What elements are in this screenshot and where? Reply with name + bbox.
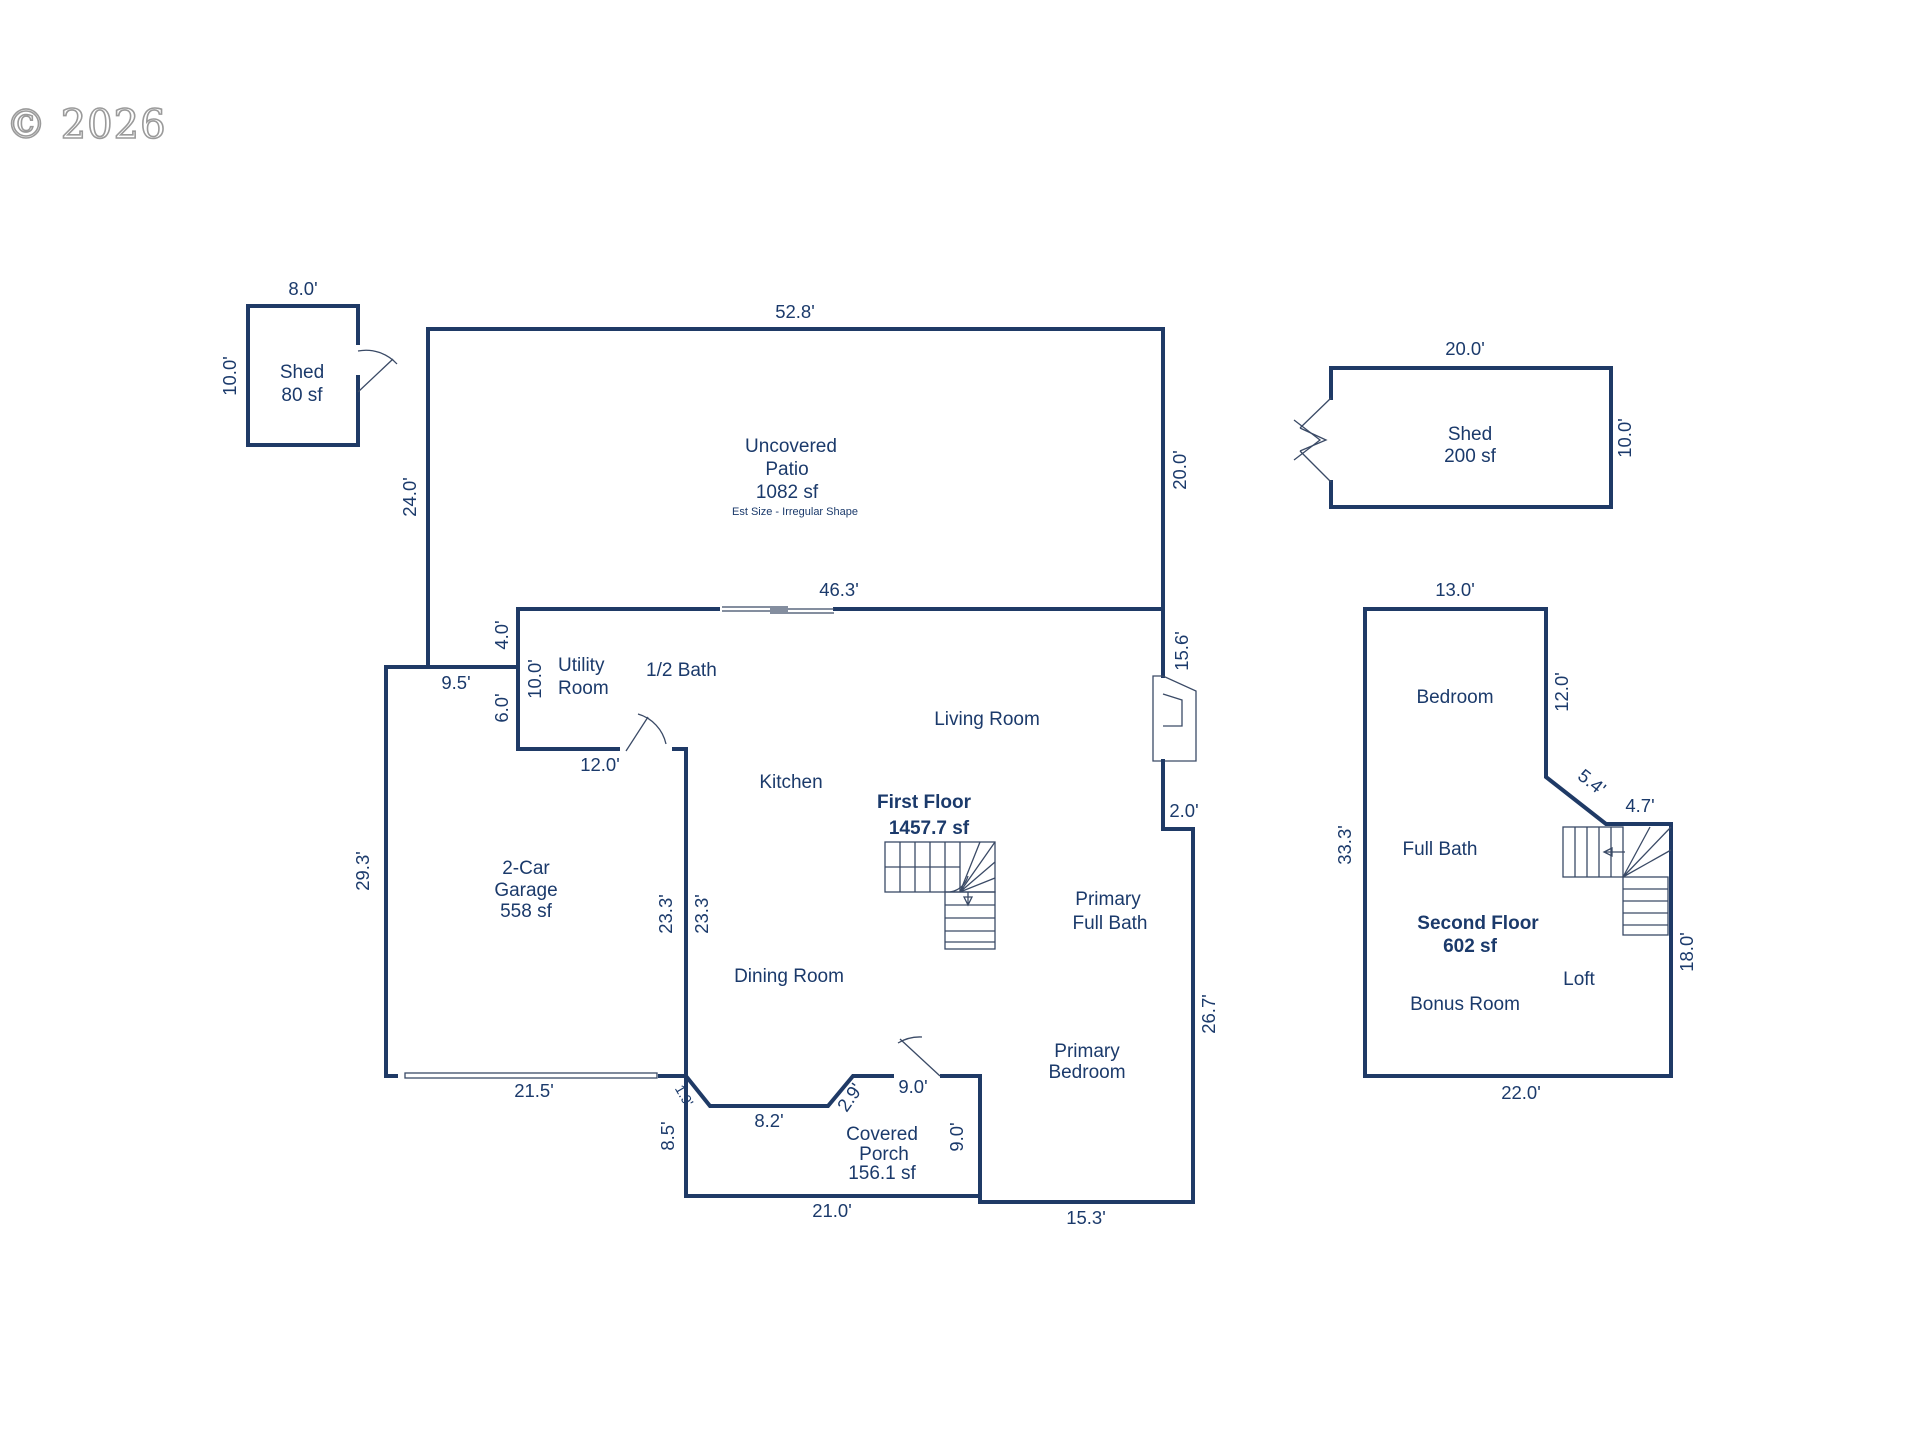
dim-patio-width: 52.8' [775, 301, 815, 322]
garage-label-1: 2-Car [502, 858, 550, 879]
porch-label-1: Covered [846, 1124, 918, 1145]
patio-area: 1082 sf [756, 482, 819, 503]
full-bath-label: Full Bath [1403, 839, 1478, 860]
dim-second-right-lower: 18.0' [1676, 932, 1697, 972]
dim-porch-top-right: 9.0' [898, 1076, 927, 1097]
second-floor-area: 602 sf [1443, 936, 1498, 957]
patio-outline: Uncovered Patio 1082 sf Est Size - Irreg… [426, 327, 1165, 669]
primary-bedroom-label-2: Bedroom [1048, 1062, 1125, 1083]
garage: 2-Car Garage 558 sf [384, 665, 688, 1079]
porch-label-2: Porch [859, 1144, 909, 1165]
dim-garage-top: 9.5' [441, 672, 470, 693]
dim-second-top: 13.0' [1435, 579, 1475, 600]
utility-label-2: Room [558, 678, 609, 699]
dim-patio-right: 20.0' [1169, 450, 1190, 490]
primary-bath-label-2: Full Bath [1073, 913, 1148, 934]
dim-second-right-upper: 12.0' [1551, 672, 1572, 712]
stairs-second-floor [1562, 826, 1672, 936]
bonus-room-label: Bonus Room [1410, 994, 1520, 1015]
dim-garage-wall-left: 23.3' [655, 894, 676, 934]
dim-second-bottom: 22.0' [1501, 1082, 1541, 1103]
dim-house-right: 26.7' [1198, 994, 1219, 1034]
dim-garage-door: 21.5' [514, 1080, 554, 1101]
dim-garage-side: 29.3' [352, 851, 373, 891]
dim-utility-upper: 4.0' [491, 620, 512, 649]
stairs-first-floor [884, 841, 996, 950]
dim-shed-large-width: 20.0' [1445, 338, 1485, 359]
dim-living-jog: 2.0' [1169, 800, 1198, 821]
dim-garage-inner: 12.0' [580, 754, 620, 775]
bedroom-label: Bedroom [1416, 687, 1493, 708]
shed-small: Shed 80 sf [246, 304, 398, 447]
porch-area: 156.1 sf [848, 1163, 916, 1184]
shed-small-label: Shed [280, 362, 324, 383]
second-floor-name: Second Floor [1417, 913, 1539, 934]
copyright-watermark: © 2026 [5, 101, 167, 149]
garage-label-2: Garage [494, 880, 557, 901]
patio-label-1: Uncovered [745, 436, 837, 457]
dim-garage-wall-right: 23.3' [691, 894, 712, 934]
dining-room-label: Dining Room [734, 966, 844, 987]
patio-label-2: Patio [765, 459, 808, 480]
dim-shed-small-width: 8.0' [288, 278, 317, 299]
dim-porch-angle-right: 2.9' [833, 1079, 867, 1115]
kitchen-label: Kitchen [759, 772, 822, 793]
dim-porch-top: 8.2' [754, 1110, 783, 1131]
living-room-label: Living Room [934, 709, 1040, 730]
patio-note: Est Size - Irregular Shape [732, 506, 858, 518]
shed-small-area: 80 sf [281, 385, 323, 406]
shed-large: Shed 200 sf [1293, 366, 1613, 509]
dimension-labels: 8.0' 10.0' 52.8' 24.0' 20.0' 46.3' 20.0'… [219, 278, 1697, 1228]
dim-shed-large-depth: 10.0' [1614, 418, 1635, 458]
garage-area: 558 sf [500, 901, 552, 922]
dim-second-angle: 5.4' [1574, 765, 1610, 800]
second-floor-outline [1363, 607, 1673, 1078]
dim-living-right-upper: 15.6' [1171, 631, 1192, 671]
first-floor-area: 1457.7 sf [889, 818, 970, 839]
dim-house-back: 46.3' [819, 579, 859, 600]
dim-porch-left: 8.5' [657, 1121, 678, 1150]
dim-utility-inner: 10.0' [524, 659, 545, 699]
dim-porch-right: 9.0' [946, 1122, 967, 1151]
shed-large-area: 200 sf [1444, 446, 1496, 467]
loft-label: Loft [1563, 969, 1595, 990]
primary-bedroom-label-1: Primary [1054, 1041, 1120, 1062]
dim-shed-small-depth: 10.0' [219, 356, 240, 396]
primary-bath-label-1: Primary [1075, 889, 1141, 910]
dim-utility-lower: 6.0' [491, 693, 512, 722]
dim-porch-bottom: 21.0' [812, 1200, 852, 1221]
dim-second-left: 33.3' [1334, 825, 1355, 865]
shed-large-label: Shed [1448, 424, 1492, 445]
dim-bedroom-bottom: 15.3' [1066, 1207, 1106, 1228]
utility-label-1: Utility [558, 655, 605, 676]
first-floor-name: First Floor [877, 792, 972, 813]
half-bath-label: 1/2 Bath [646, 660, 717, 681]
dim-second-jog: 4.7' [1625, 795, 1654, 816]
dim-patio-left: 24.0' [399, 477, 420, 517]
